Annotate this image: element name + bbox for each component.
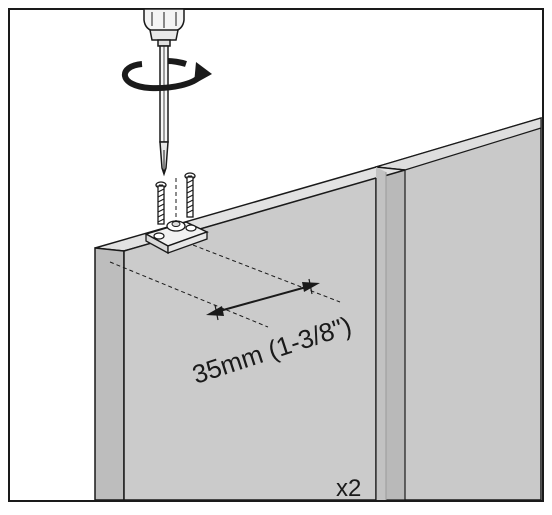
screw-icon bbox=[184, 172, 196, 218]
mounting-bracket-icon bbox=[144, 220, 209, 255]
quantity-label: x2 bbox=[336, 475, 361, 502]
screwdriver-icon bbox=[143, 8, 185, 177]
back-panel bbox=[375, 116, 542, 501]
clockwise-rotation-arrow-icon bbox=[121, 58, 212, 92]
dimension-arrow bbox=[206, 278, 320, 321]
screw-icon bbox=[155, 181, 167, 225]
